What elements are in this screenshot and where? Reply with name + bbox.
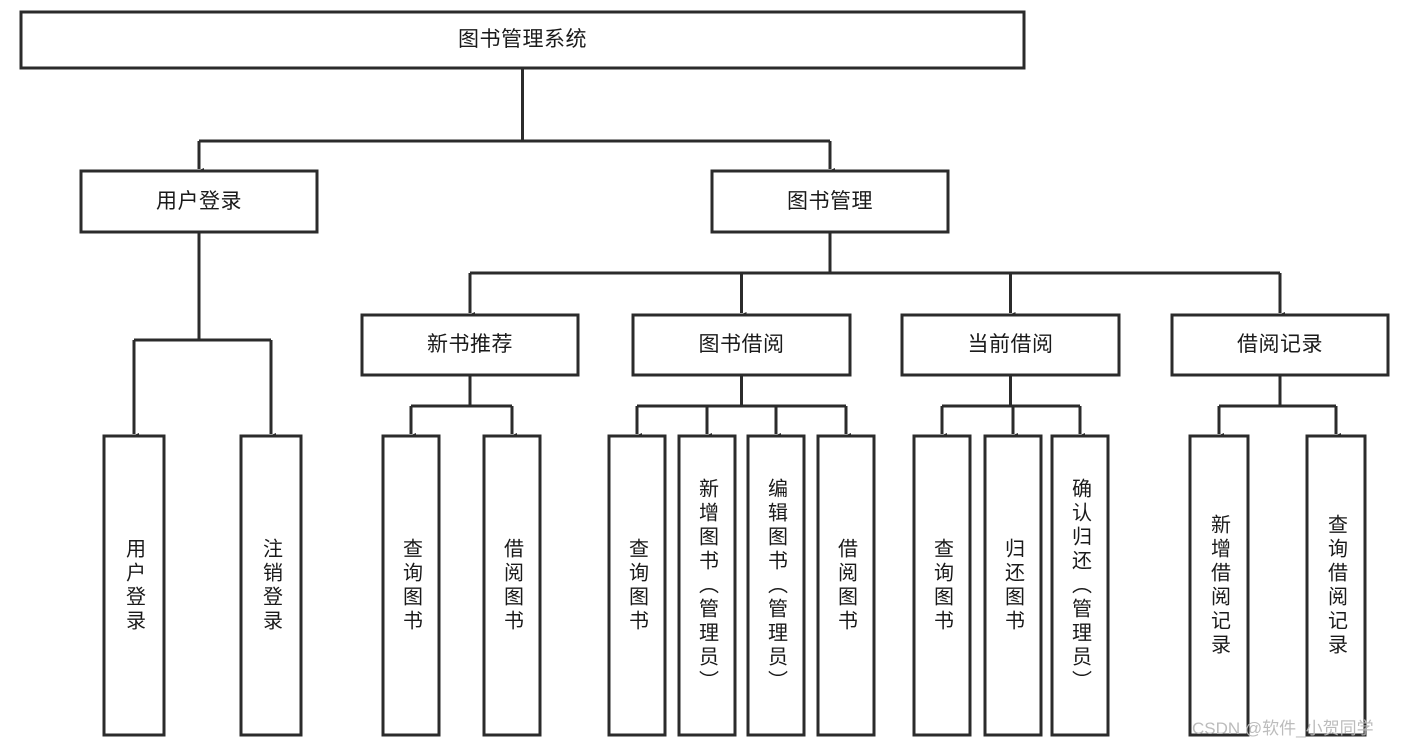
- node-box-new-book-rec[interactable]: [360, 313, 580, 377]
- edge-layer: [134, 68, 1336, 434]
- node-box-current-borrow[interactable]: [900, 313, 1121, 377]
- leaf-box-leaf-query-book-current[interactable]: [912, 434, 972, 737]
- node-box-book-manage[interactable]: [710, 169, 950, 234]
- node-box-book-borrow[interactable]: [631, 313, 852, 377]
- leaf-box-leaf-borrow-book-rec[interactable]: [482, 434, 542, 737]
- leaf-box-leaf-edit-book-admin[interactable]: [746, 434, 806, 737]
- leaf-box-leaf-confirm-return-admin[interactable]: [1050, 434, 1110, 737]
- node-box-borrow-record[interactable]: [1170, 313, 1390, 377]
- node-box-root[interactable]: [19, 10, 1026, 70]
- leaf-box-leaf-return-book[interactable]: [983, 434, 1043, 737]
- leaf-box-leaf-borrow-book[interactable]: [816, 434, 876, 737]
- leaf-box-leaf-query-book-rec[interactable]: [381, 434, 441, 737]
- node-box-user-login[interactable]: [79, 169, 319, 234]
- leaf-box-leaf-user-login[interactable]: [102, 434, 166, 737]
- leaf-box-leaf-add-borrow-record[interactable]: [1188, 434, 1250, 737]
- leaf-box-leaf-query-book-borrow[interactable]: [607, 434, 667, 737]
- box-layer: [19, 10, 1390, 737]
- watermark: CSDN @软件_小贺同学: [1192, 719, 1374, 738]
- leaf-box-leaf-query-borrow-record[interactable]: [1305, 434, 1367, 737]
- leaf-box-leaf-add-book-admin[interactable]: [677, 434, 737, 737]
- leaf-box-leaf-logout-login[interactable]: [239, 434, 303, 737]
